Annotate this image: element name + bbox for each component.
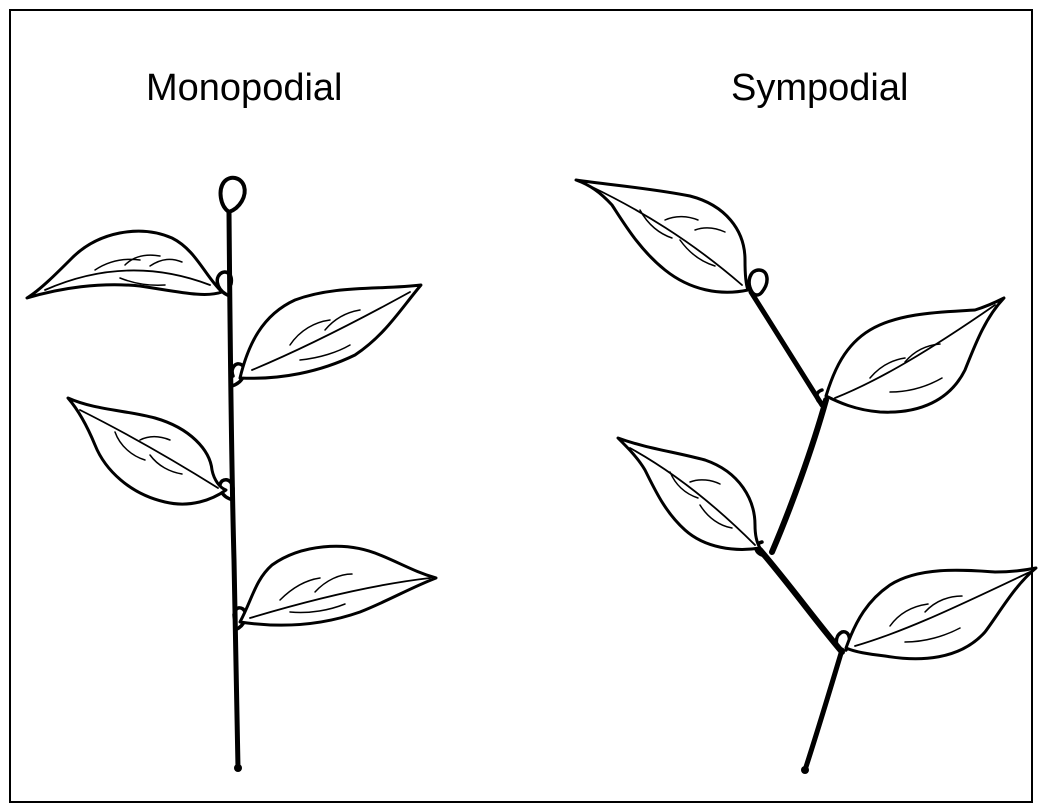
leaf bbox=[826, 298, 1004, 412]
leaf bbox=[576, 180, 748, 292]
terminal-bud bbox=[749, 270, 767, 295]
leaf bbox=[240, 546, 436, 625]
sympodial-stem-segment bbox=[772, 400, 826, 552]
leaf bbox=[27, 231, 222, 298]
leaf bbox=[240, 285, 421, 378]
monopodial-branch bbox=[27, 178, 436, 772]
sympodial-stem-segment bbox=[751, 292, 822, 405]
sympodial-branch bbox=[576, 180, 1036, 774]
leaf bbox=[618, 438, 760, 549]
leaf bbox=[68, 398, 226, 504]
sympodial-stem-segment bbox=[760, 550, 842, 652]
monopodial-stem-base bbox=[234, 764, 242, 772]
sympodial-stem-base bbox=[801, 766, 809, 774]
sympodial-stem-segment bbox=[805, 650, 842, 770]
leaf bbox=[846, 568, 1036, 659]
monopodial-terminal-bud bbox=[221, 178, 245, 212]
